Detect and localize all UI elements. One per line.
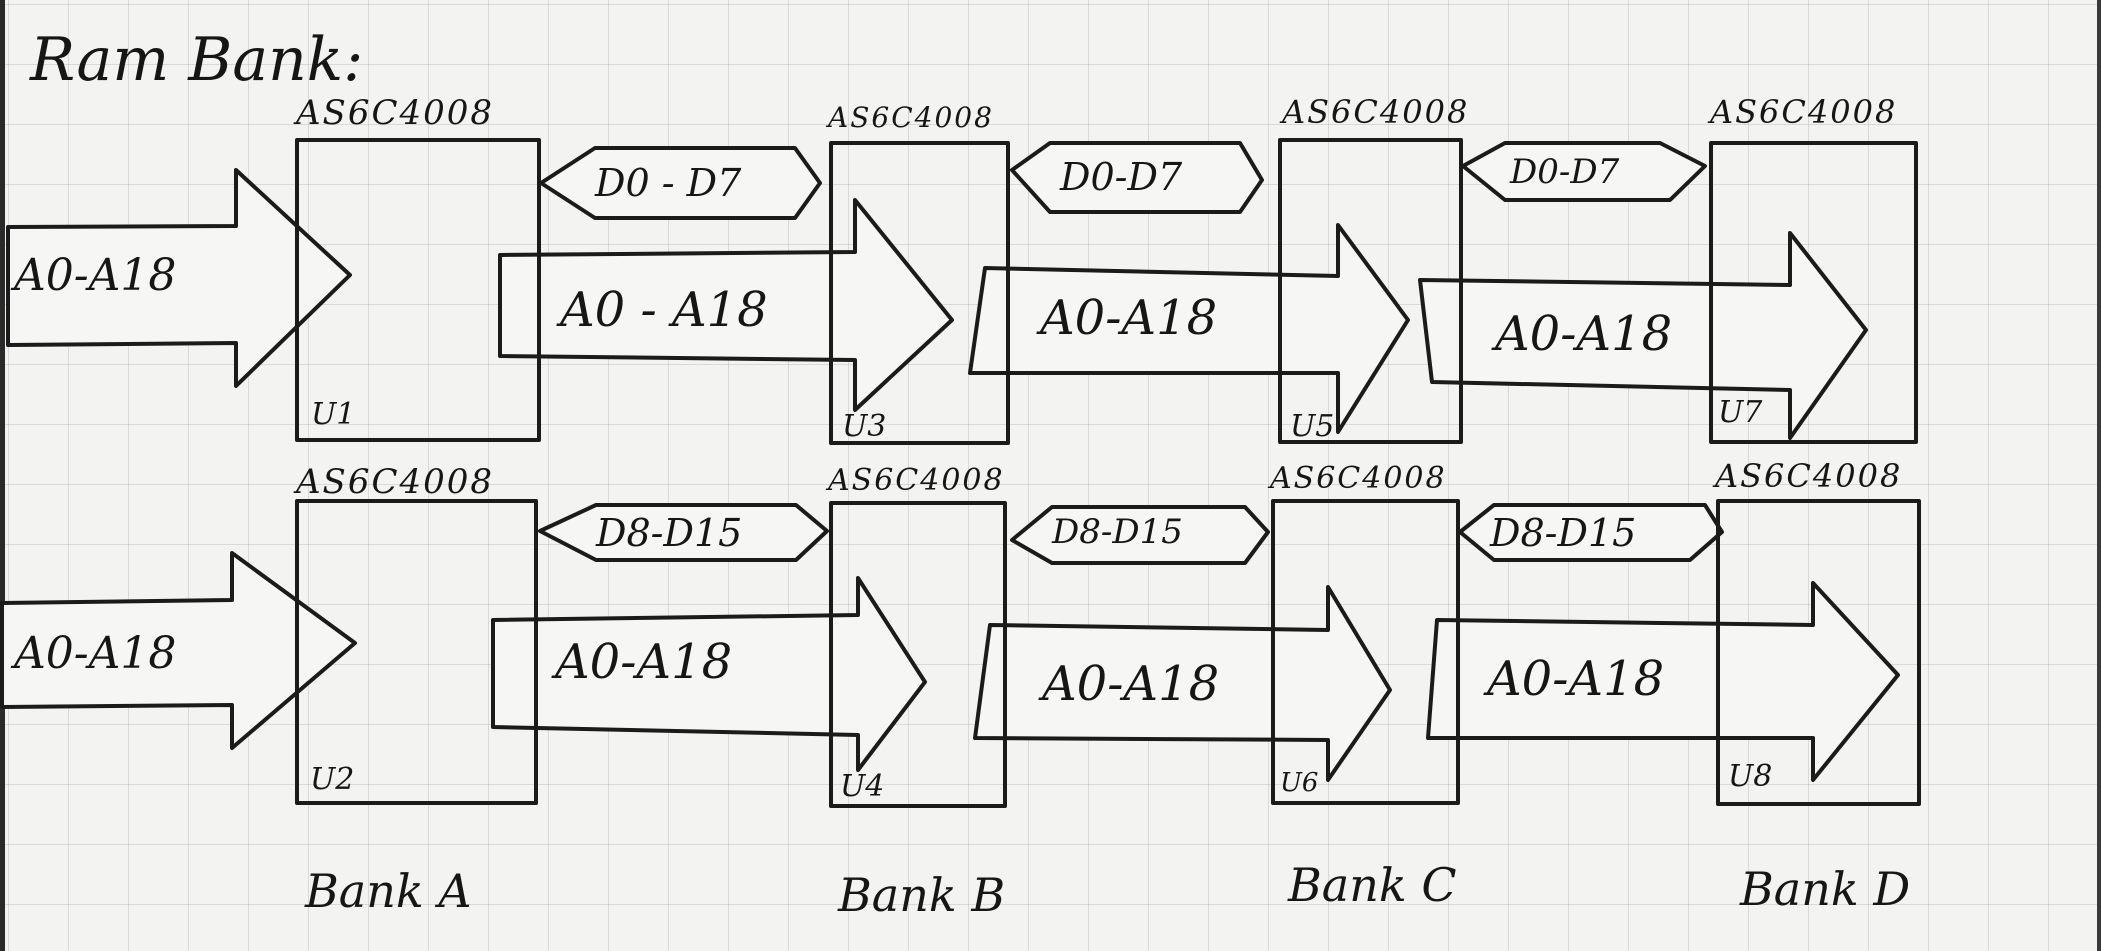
chip-box-u2 <box>295 499 538 805</box>
address-label-bottom-3: A0-A18 <box>1487 651 1665 707</box>
chip-box-u7 <box>1709 141 1918 444</box>
address-bus-arrow-bottom-input <box>0 551 357 750</box>
chip-box-u8 <box>1716 499 1921 806</box>
chip-part-u1: AS6C4008 <box>296 93 495 133</box>
chip-part-u3: AS6C4008 <box>828 101 994 134</box>
chip-label-u7: U7 <box>1718 395 1763 430</box>
address-label-top-1: A0 - A18 <box>560 282 768 338</box>
address-label-bottom-input: A0-A18 <box>14 628 177 679</box>
page-title: Ram Bank: <box>30 25 364 95</box>
chip-box-u6 <box>1271 499 1460 805</box>
bank-label-d: Bank D <box>1740 862 1911 916</box>
address-label-top-input: A0-A18 <box>14 250 177 301</box>
chip-label-u5: U5 <box>1290 409 1335 444</box>
bank-label-c: Bank C <box>1288 858 1457 912</box>
chip-box-u5 <box>1278 138 1463 444</box>
address-bus-arrow-top-3 <box>1418 231 1868 440</box>
data-bus-bottom-2 <box>1010 505 1270 565</box>
address-bus-arrow-bottom-1 <box>491 576 927 772</box>
data-bus-top-1 <box>539 146 822 220</box>
address-label-top-3: A0-A18 <box>1495 306 1673 362</box>
chip-box-u1 <box>295 138 541 442</box>
data-bus-bottom-3 <box>1458 503 1724 562</box>
address-bus-arrow-top-input <box>6 168 352 388</box>
chip-part-u7: AS6C4008 <box>1710 93 1898 131</box>
address-label-bottom-2: A0-A18 <box>1042 656 1220 712</box>
chip-label-u2: U2 <box>310 762 355 797</box>
bank-label-a: Bank A <box>305 864 472 918</box>
data-label-top-3: D0-D7 <box>1510 152 1620 192</box>
address-bus-arrow-top-2 <box>968 223 1410 434</box>
chip-part-u4: AS6C4008 <box>828 463 1005 498</box>
data-bus-top-2 <box>1010 141 1264 214</box>
data-bus-bottom-1 <box>538 503 829 562</box>
chip-box-u3 <box>829 141 1010 445</box>
paper-left-edge <box>0 0 5 951</box>
data-label-bottom-1: D8-D15 <box>596 511 743 555</box>
chip-part-u5: AS6C4008 <box>1282 93 1470 131</box>
chip-label-u6: U6 <box>1280 768 1319 798</box>
data-label-bottom-3: D8-D15 <box>1490 511 1637 555</box>
chip-part-u2: AS6C4008 <box>296 462 495 502</box>
chip-label-u1: U1 <box>311 397 356 432</box>
address-label-bottom-1: A0-A18 <box>555 634 733 690</box>
data-label-top-2: D0-D7 <box>1060 155 1183 199</box>
data-label-top-1: D0 - D7 <box>595 161 742 205</box>
address-bus-arrow-bottom-3 <box>1426 581 1900 782</box>
chip-label-u8: U8 <box>1728 759 1773 794</box>
bank-label-b: Bank B <box>838 868 1006 922</box>
data-label-bottom-2: D8-D15 <box>1052 512 1183 552</box>
address-bus-arrow-top-1 <box>498 198 954 412</box>
data-bus-top-3 <box>1461 141 1707 202</box>
chip-box-u4 <box>829 501 1007 808</box>
chip-part-u6: AS6C4008 <box>1270 461 1447 496</box>
address-label-top-2: A0-A18 <box>1040 290 1218 346</box>
address-bus-arrow-bottom-2 <box>973 585 1392 782</box>
chip-label-u3: U3 <box>842 409 887 444</box>
paper-right-edge <box>2097 0 2101 951</box>
chip-part-u8: AS6C4008 <box>1715 457 1903 495</box>
chip-label-u4: U4 <box>840 769 885 804</box>
